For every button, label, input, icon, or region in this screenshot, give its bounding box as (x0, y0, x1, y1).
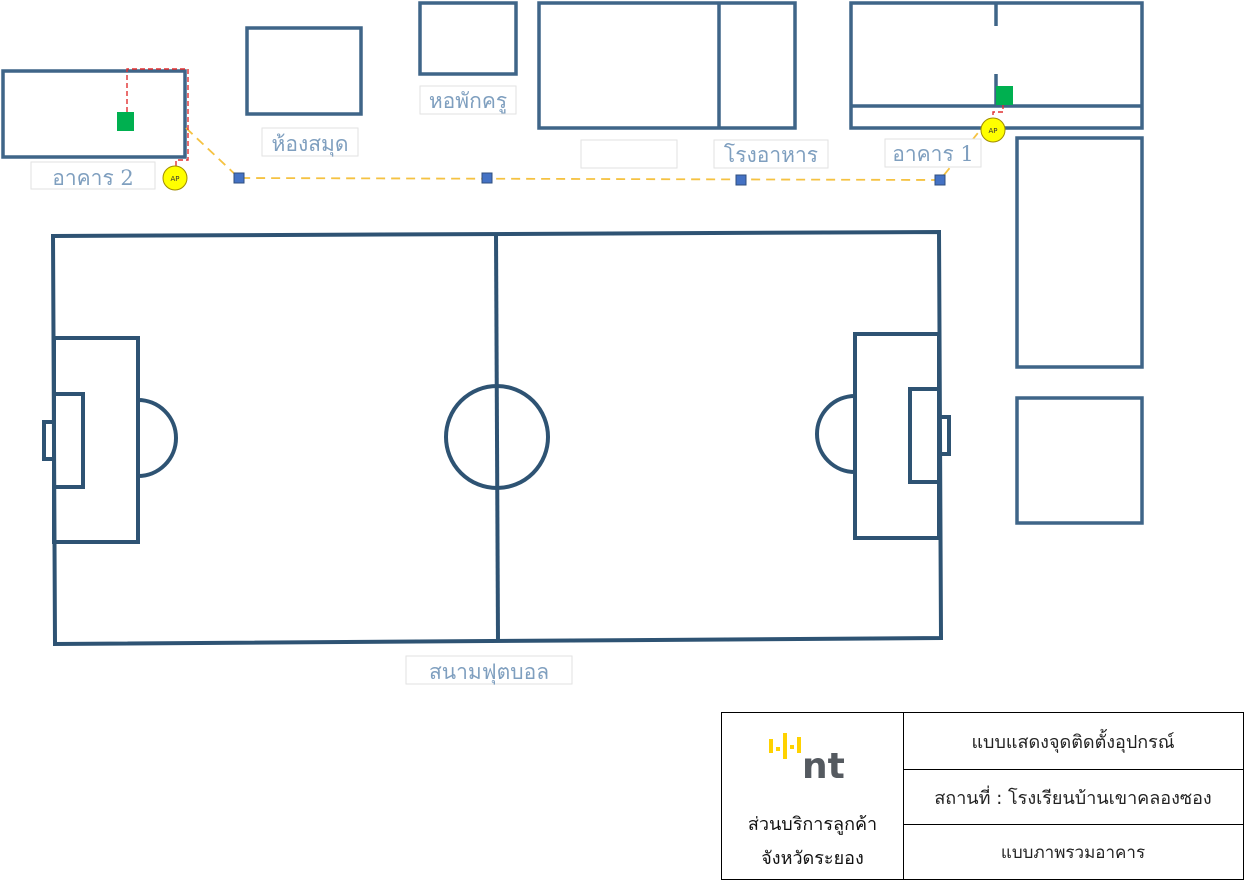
center-circle (444, 384, 550, 490)
library-building (245, 26, 363, 116)
football-field-label: สนามฟุตบอล (429, 660, 549, 685)
logo-text: nt (802, 746, 845, 787)
right-penalty-arc (815, 394, 856, 474)
access-point-icon: AP (980, 117, 1006, 143)
access-point-icon: AP (162, 165, 188, 191)
ap-label: AP (170, 175, 179, 183)
drawing-title: แบบแสดงจุดติดตั้งอุปกรณ์ (903, 713, 1243, 770)
network-device-icon (996, 86, 1013, 105)
canteen-building (537, 1, 797, 130)
football-field (42, 229, 951, 647)
right-penalty-box (853, 332, 941, 540)
building-1-label: อาคาร 1 (892, 142, 974, 166)
building2-cable-run (126, 68, 189, 166)
left-goal-area (52, 392, 85, 489)
left-penalty-box (52, 336, 140, 544)
nt-logo: nt (769, 733, 845, 787)
cable-junction-icon (233, 172, 245, 184)
org-line-2: จังหวัดระยอง (761, 848, 864, 869)
east-building-large (1015, 136, 1144, 369)
building-2-label: อาคาร 2 (52, 166, 134, 190)
cable-junction-icon (481, 172, 493, 184)
right-goal (937, 415, 951, 456)
building-2 (1, 69, 187, 159)
org-line-1: ส่วนบริการลูกค้า (747, 814, 878, 835)
right-goal-area (908, 387, 941, 484)
teacher-dorm-label: หอพักครู (429, 89, 507, 114)
drawing-location: สถานที่ : โรงเรียนบ้านเขาคลองซอง (903, 770, 1243, 825)
halfway-line (494, 233, 500, 642)
library-label: ห้องสมุด (271, 132, 348, 157)
canteen-label: โรงอาหาร (724, 143, 818, 167)
cable-junction-icon (934, 174, 946, 186)
network-device-icon (117, 112, 134, 131)
left-goal (42, 420, 56, 461)
ap-label: AP (988, 127, 997, 135)
building1-cable-run (992, 104, 1004, 118)
org-cell: nt ส่วนบริการลูกค้า จังหวัดระยอง (722, 713, 904, 879)
east-building-small (1015, 396, 1144, 525)
left-penalty-arc (137, 398, 178, 478)
drawing-type: แบบภาพรวมอาคาร (1000, 842, 1146, 863)
title-block: nt ส่วนบริการลูกค้า จังหวัดระยอง แบบแสดง… (721, 712, 1244, 880)
cable-junction-icon (735, 174, 747, 186)
teacher-dorm-building (418, 1, 518, 76)
